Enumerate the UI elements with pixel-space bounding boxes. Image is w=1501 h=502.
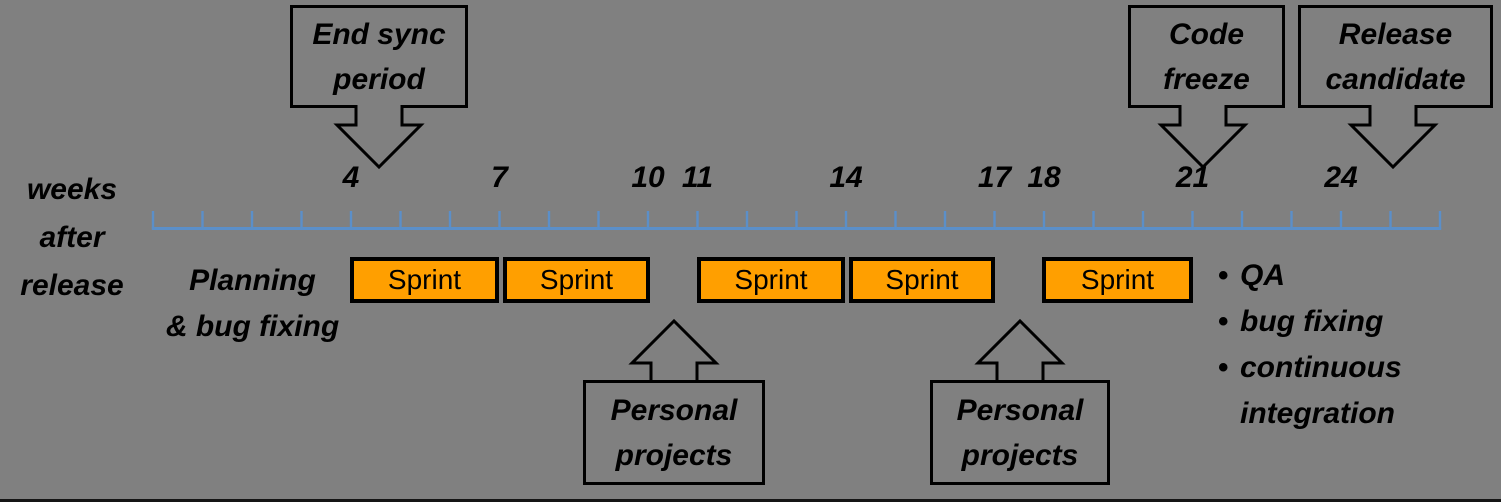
callout-personal-projects-2: Personal projects (930, 380, 1110, 485)
week-label-11: 11 (681, 161, 714, 194)
bullet-item-bug-fixing: • bug fixing (1218, 299, 1496, 345)
callout-text-line: Personal (956, 393, 1084, 427)
week-label-17: 17 (977, 161, 1012, 194)
callout-text-line: projects (615, 438, 733, 472)
up-arrow-icon (628, 318, 720, 383)
sprint-box-2: Sprint (503, 257, 650, 303)
down-arrow-icon (333, 105, 425, 170)
bullet-marker-icon: • (1218, 305, 1229, 338)
up-arrow-icon (974, 318, 1066, 383)
phase-label-line2: & bug fixing (165, 310, 340, 343)
axis-caption-line3: release (20, 269, 124, 302)
callout-text-line: freeze (1163, 62, 1250, 96)
down-arrow-icon (1157, 105, 1249, 170)
callout-text-line: Code (1169, 17, 1244, 51)
bullet-marker-icon: • (1218, 351, 1229, 384)
bullet-text: continuous integration (1240, 351, 1402, 430)
sprint-box-3: Sprint (697, 257, 845, 303)
callout-text-line: period (333, 62, 425, 96)
sprint-label: Sprint (539, 264, 614, 295)
bullet-item-qa: • QA (1218, 253, 1496, 299)
axis-caption-line1: weeks (26, 173, 118, 206)
bullet-item-continuous-integration: • continuous integration (1218, 345, 1496, 437)
sprint-label: Sprint (734, 264, 808, 295)
callout-release-candidate: Release candidate (1298, 5, 1493, 108)
sprint-box-5: Sprint (1042, 257, 1193, 303)
callout-personal-projects-1: Personal projects (583, 380, 765, 485)
callout-text-line: Release (1338, 17, 1453, 51)
callout-end-sync-period: End sync period (290, 5, 468, 108)
callout-text-line: projects (961, 438, 1079, 472)
phase-label-line1: Planning (189, 264, 316, 297)
callout-text-line: candidate (1325, 62, 1466, 96)
bullet-text: bug fixing (1240, 305, 1384, 338)
week-label-18: 18 (1027, 161, 1061, 194)
week-label-10: 10 (631, 161, 665, 194)
week-label-4: 4 (342, 161, 360, 194)
bottom-edge-line (0, 499, 1501, 502)
callout-text-line: Personal (610, 393, 738, 427)
phase-label-planning: Planning & bug fixing (140, 258, 365, 350)
callout-text-line: End sync (312, 17, 446, 51)
sprint-label: Sprint (885, 264, 959, 295)
sprint-label: Sprint (387, 264, 462, 295)
down-arrow-icon (1347, 105, 1439, 170)
axis-caption-line2: after (39, 221, 105, 254)
sprint-box-4: Sprint (849, 257, 995, 303)
activity-bullet-list: • QA • bug fixing • continuous integrati… (1218, 253, 1496, 437)
axis-caption: weeks after release (2, 166, 142, 310)
week-label-24: 24 (1324, 161, 1358, 194)
bullet-marker-icon: • (1218, 259, 1229, 292)
bullet-text: QA (1240, 259, 1285, 292)
sprint-label: Sprint (1080, 264, 1155, 295)
sprint-box-1: Sprint (350, 257, 499, 303)
callout-code-freeze: Code freeze (1128, 5, 1285, 108)
week-label-7: 7 (491, 161, 508, 194)
week-label-14: 14 (829, 161, 863, 194)
